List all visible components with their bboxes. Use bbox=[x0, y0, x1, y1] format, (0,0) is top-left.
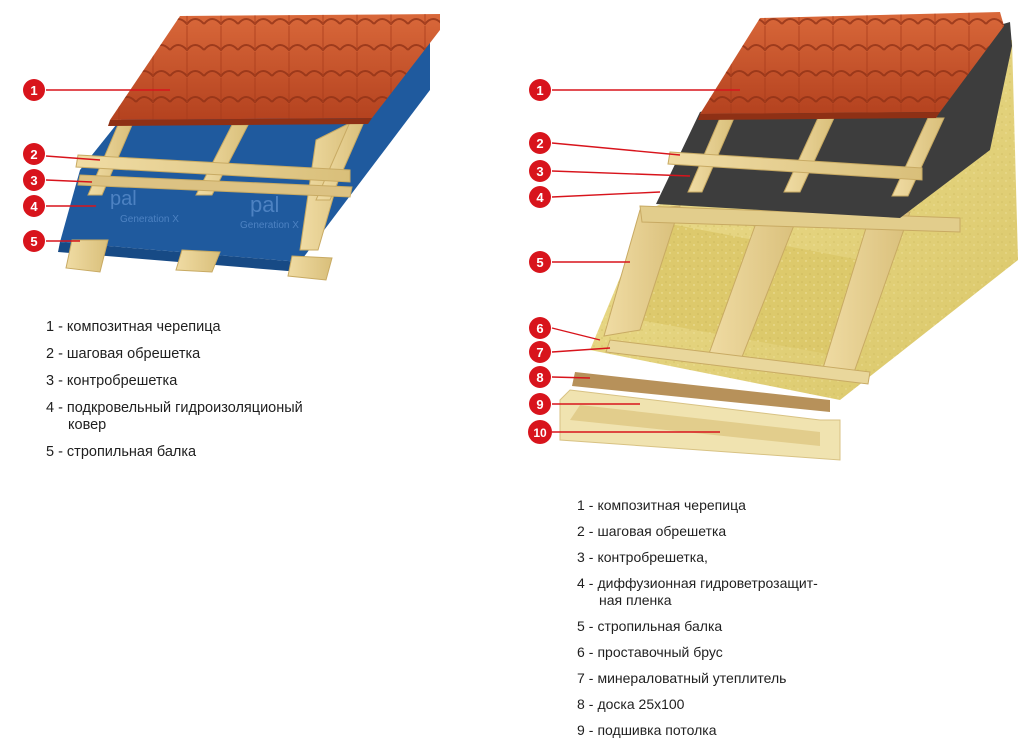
left-marker-1: 1 bbox=[23, 79, 45, 101]
legend-number: 5 bbox=[577, 618, 585, 634]
svg-text:9: 9 bbox=[536, 397, 543, 412]
left-legend: 1-композитная черепица 2-шаговая обрешет… bbox=[46, 319, 303, 471]
legend-text: подшивка потолка bbox=[597, 722, 717, 738]
legend-text: минераловатный утеплитель bbox=[597, 670, 787, 686]
membrane-print-2: Generation X bbox=[120, 214, 179, 225]
legend-text: доска 25х100 bbox=[597, 696, 685, 712]
legend-text-continued: ная пленка bbox=[599, 592, 672, 608]
membrane-print-4: Generation X bbox=[240, 220, 299, 231]
legend-text: стропильная балка bbox=[66, 444, 197, 460]
legend-text: контробрешетка, bbox=[597, 549, 708, 565]
membrane-print-1: pal bbox=[110, 188, 137, 210]
right-markers: 1 2 3 4 5 6 7 bbox=[528, 79, 552, 444]
legend-number: 1 bbox=[46, 319, 55, 335]
right-marker-9: 9 bbox=[529, 393, 551, 415]
svg-text:8: 8 bbox=[536, 370, 543, 385]
svg-text:3: 3 bbox=[536, 164, 543, 179]
legend-number: 6 bbox=[577, 644, 585, 660]
svg-text:5: 5 bbox=[536, 255, 543, 270]
right-legend-item-9: 9-подшивка потолка bbox=[577, 722, 717, 738]
right-legend-item-5: 5-стропильная балка bbox=[577, 618, 723, 634]
svg-text:7: 7 bbox=[536, 345, 543, 360]
legend-number: 3 bbox=[577, 549, 585, 565]
right-marker-10: 10 bbox=[528, 420, 552, 444]
left-marker-2: 2 bbox=[23, 143, 45, 165]
legend-number: 7 bbox=[577, 670, 585, 686]
left-markers: 1 2 3 4 5 bbox=[23, 79, 45, 252]
right-marker-5: 5 bbox=[529, 251, 551, 273]
svg-text:2: 2 bbox=[536, 136, 543, 151]
svg-text:4: 4 bbox=[536, 190, 544, 205]
left-legend-item-3: 3-контробрешетка bbox=[46, 373, 178, 389]
right-legend-item-2: 2-шаговая обрешетка bbox=[577, 523, 727, 539]
right-marker-3: 3 bbox=[529, 160, 551, 182]
right-marker-2: 2 bbox=[529, 132, 551, 154]
legend-number: 1 bbox=[577, 497, 585, 513]
legend-number: 3 bbox=[46, 373, 55, 389]
right-battens bbox=[667, 151, 923, 181]
legend-text: шаговая обрешетка bbox=[66, 346, 201, 362]
left-leader-lines bbox=[45, 89, 170, 242]
svg-text:6: 6 bbox=[536, 321, 543, 336]
membrane-print-3: pal bbox=[250, 192, 279, 217]
legend-text: композитная черепица bbox=[597, 497, 746, 513]
right-legend-item-4: 4-диффузионная гидроветрозащит-ная пленк… bbox=[577, 575, 818, 608]
left-marker-4: 4 bbox=[23, 195, 45, 217]
right-legend-item-7: 7-минераловатный утеплитель bbox=[577, 670, 787, 686]
svg-text:2: 2 bbox=[30, 147, 37, 162]
right-legend-item-3: 3-контробрешетка, bbox=[577, 549, 708, 565]
left-marker-5: 5 bbox=[23, 230, 45, 252]
right-marker-8: 8 bbox=[529, 366, 551, 388]
left-legend-item-2: 2-шаговая обрешетка bbox=[46, 346, 201, 362]
legend-number: 8 bbox=[577, 696, 585, 712]
legend-text: контробрешетка bbox=[66, 373, 178, 389]
legend-number: 4 bbox=[46, 400, 55, 416]
left-marker-3: 3 bbox=[23, 169, 45, 191]
right-leader-lines bbox=[551, 89, 740, 433]
svg-text:1: 1 bbox=[536, 83, 543, 98]
right-roof-diagram: 1 2 3 4 5 6 7 bbox=[528, 12, 1018, 461]
legend-number: 4 bbox=[577, 575, 585, 591]
right-marker-1: 1 bbox=[529, 79, 551, 101]
legend-text: диффузионная гидроветрозащит- bbox=[597, 575, 818, 591]
legend-number: 5 bbox=[46, 444, 55, 460]
legend-text: подкровельный гидроизоляционый bbox=[66, 400, 303, 416]
right-legend-item-1: 1-композитная черепица bbox=[577, 497, 746, 513]
svg-text:10: 10 bbox=[533, 426, 547, 440]
left-tile-roof bbox=[108, 14, 440, 126]
legend-number: 2 bbox=[46, 346, 55, 362]
right-marker-6: 6 bbox=[529, 317, 551, 339]
right-legend-item-6: 6-проставочный брус bbox=[577, 644, 723, 660]
legend-text: шаговая обрешетка bbox=[597, 523, 727, 539]
legend-number: 9 bbox=[577, 722, 585, 738]
left-battens bbox=[75, 154, 353, 198]
legend-text: проставочный брус bbox=[597, 644, 723, 660]
right-legend-item-8: 8-доска 25х100 bbox=[577, 696, 685, 712]
legend-text-continued: ковер bbox=[68, 417, 107, 433]
right-marker-7: 7 bbox=[529, 341, 551, 363]
svg-text:5: 5 bbox=[30, 234, 37, 249]
right-rafters bbox=[603, 205, 961, 385]
svg-text:3: 3 bbox=[30, 173, 37, 188]
svg-text:4: 4 bbox=[30, 199, 38, 214]
right-legend: 1-композитная черепица 2-шаговая обрешет… bbox=[577, 497, 818, 748]
left-roof-diagram: pal Generation X pal Generation X bbox=[23, 14, 440, 281]
right-tile-roof bbox=[698, 12, 1004, 120]
legend-text: композитная черепица bbox=[66, 319, 221, 335]
right-marker-4: 4 bbox=[529, 186, 551, 208]
left-legend-item-5: 5-стропильная балка bbox=[46, 444, 197, 460]
svg-text:1: 1 bbox=[30, 83, 37, 98]
legend-text: стропильная балка bbox=[597, 618, 723, 634]
legend-number: 2 bbox=[577, 523, 585, 539]
left-legend-item-1: 1-композитная черепица bbox=[46, 319, 221, 335]
